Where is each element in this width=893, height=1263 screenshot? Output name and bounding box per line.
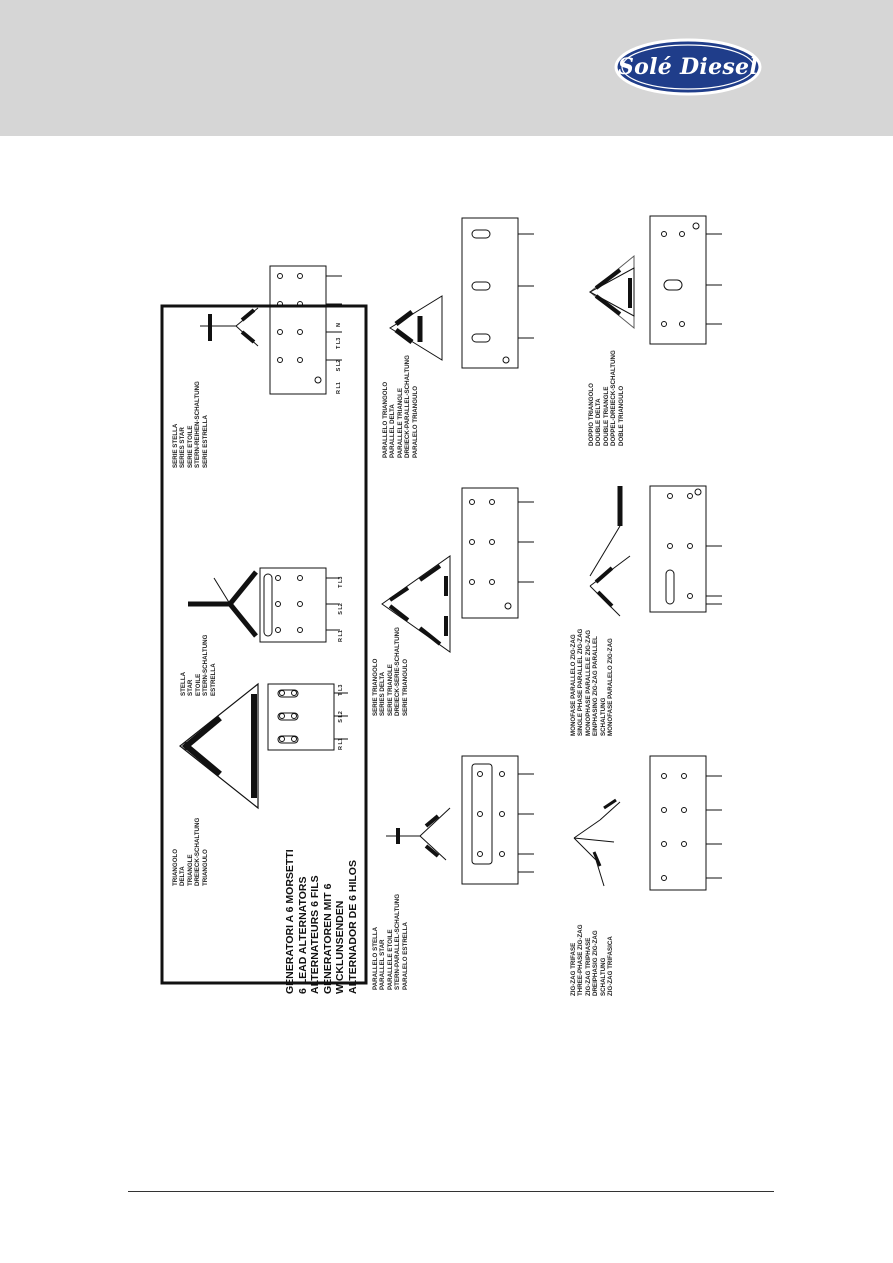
serie-triangolo-caption: SERIE TRIANGOLO SERIES DELTA SERIE TRIAN…	[372, 627, 409, 716]
caption-line: THREE-PHASE ZIG-ZAG	[577, 924, 585, 996]
caption-line: ZIG-ZAG TRIFASE	[570, 942, 577, 996]
box-title-line: 6 LEAD ALTERNATORS	[296, 876, 309, 994]
box-delta-phase-labels: R L1 S L2 T L3	[338, 684, 344, 750]
box-title-line: GENERATOREN MIT 6	[321, 883, 334, 994]
caption-line: STERN-PARALLEL-SCHALTUNG	[394, 893, 402, 990]
caption-line: EINPHASING ZIG-ZAG PARALLEL	[592, 636, 600, 736]
caption-line: SCHALTUNG	[599, 957, 607, 996]
logo-wordmark: Solé Diesel	[617, 54, 759, 80]
box-delta-terminal-block	[267, 683, 348, 751]
serie-stella-caption: SERIE STELLA SERIES STAR SERIE ETOILE ST…	[172, 381, 209, 468]
doppio-triangolo-drawing	[588, 215, 722, 345]
caption-line: SCHALTUNG	[599, 697, 607, 736]
caption-line: DOPPIO TRIANGOLO	[588, 383, 595, 446]
caption-line: PARALLELO TRIANGOLO	[382, 381, 389, 458]
box-star-terminal-block	[259, 567, 340, 643]
caption-line: DOBLE TRIANGULO	[617, 385, 625, 446]
caption-line: SINGLE PHASE PARALLEL ZIG-ZAG	[577, 628, 585, 736]
wiring-diagram-figure: GENERATORI A 6 MORSETTI 6 LEAD ALTERNATO…	[150, 196, 762, 1008]
caption-line: PARALLEL STAR	[379, 939, 387, 990]
serie-stella-drawing	[200, 265, 342, 395]
doppio-triangolo-caption: DOPPIO TRIANGOLO DOUBLE DELTA DOUBLE TRI…	[588, 350, 625, 446]
box-delta-triangle	[179, 682, 259, 810]
caption-line: ZIG-ZAG TRIPHASE	[584, 937, 592, 996]
sole-diesel-logo: Solé Diesel	[614, 38, 762, 96]
caption-line: DREIECK-SERIE-SCHALTUNG	[394, 627, 402, 716]
caption-line: MONOFASE PARALLELO ZIG-ZAG	[570, 634, 577, 736]
caption-line: ETOILE	[194, 673, 202, 696]
caption-line: MONOPHASE PARALLELE ZIG-ZAG	[584, 629, 592, 736]
caption-line: STERN-SCHALTUNG	[202, 634, 210, 696]
parallelo-triangolo-drawing	[389, 217, 534, 369]
figure-drawing	[160, 215, 722, 985]
caption-line: DELTA	[179, 866, 187, 886]
caption-line: PARALLEL DELTA	[389, 404, 397, 458]
caption-line: TRIANGULO	[201, 849, 209, 886]
caption-line: SERIES DELTA	[379, 671, 387, 716]
caption-line: ESTRELLA	[209, 663, 217, 696]
caption-line: STERN-REIHEN-SCHALTUNG	[194, 381, 202, 468]
caption-line: ZIG-ZAG TRIFASICA	[607, 936, 615, 996]
box-title-line: WICKLUNSENDEN	[334, 900, 347, 994]
caption-line: SERIE TRIANGULO	[401, 658, 409, 716]
caption-line: PARALELO TRIANGULO	[411, 385, 419, 458]
box-title-line: ALTERNADOR DE 6 HILOS	[346, 860, 359, 994]
footer-rule	[128, 1191, 774, 1192]
caption-line: DREIECK-PARALLEL-SCHALTUNG	[404, 355, 412, 458]
serie-stella-phase-labels: R L1 S L2 T L3 N	[336, 323, 342, 394]
caption-line: SERIE STELLA	[172, 423, 179, 468]
caption-line: SERIE TRIANGLE	[386, 664, 394, 716]
box-delta-caption: TRIANGOLO DELTA TRIANGLE DREIECK-SCHALTU…	[172, 818, 209, 886]
parallelo-triangolo-caption: PARALLELO TRIANGOLO PARALLEL DELTA PARAL…	[382, 355, 419, 458]
caption-line: SERIE TRIANGOLO	[372, 658, 379, 716]
caption-line: DOPPEL-DREIECK-SCHALTUNG	[610, 350, 618, 446]
zigzag-trifase-drawing	[573, 755, 722, 891]
caption-line: DREIPHASIG ZIG-ZAG	[592, 930, 600, 996]
caption-line: SERIES STAR	[179, 427, 187, 468]
caption-line: DREIECK-SCHALTUNG	[194, 817, 202, 886]
zigzag-trifase-caption: ZIG-ZAG TRIFASE THREE-PHASE ZIG-ZAG ZIG-…	[570, 924, 614, 996]
serie-triangolo-drawing	[381, 487, 534, 653]
box-star-caption: STELLA STAR ETOILE STERN-SCHALTUNG ESTRE…	[180, 635, 217, 696]
box-title-line: ALTERNATEURS 6 FILS	[309, 875, 322, 994]
caption-line: STELLA	[180, 671, 187, 696]
monofase-zigzag-drawing	[589, 485, 722, 617]
parallelo-stella-caption: PARALLELO STELLA PARALLEL STAR PARALLELE…	[372, 894, 409, 990]
caption-line: TRIANGOLO	[172, 848, 179, 886]
box-star-phase-labels: R L1 S L2 T L3	[338, 576, 344, 642]
monofase-zigzag-caption: MONOFASE PARALLELO ZIG-ZAG SINGLE PHASE …	[570, 629, 614, 736]
caption-line: PARALLELO STELLA	[372, 926, 379, 990]
six-lead-box-title: GENERATORI A 6 MORSETTI 6 LEAD ALTERNATO…	[284, 849, 360, 994]
logo-oval-shape	[614, 38, 762, 96]
caption-line: PARALLELE TRIANGLE	[396, 387, 404, 458]
caption-line: TRIANGLE	[186, 854, 194, 886]
caption-line: MONOFASE PARALELO ZIG-ZAG	[607, 638, 615, 736]
header-band: Solé Diesel	[0, 0, 893, 136]
caption-line: STAR	[187, 679, 195, 696]
caption-line: PARALLELE ETOILE	[386, 929, 394, 990]
caption-line: SERIE ETOILE	[186, 425, 194, 468]
caption-line: PARALELO ESTRELLA	[401, 922, 409, 990]
box-star-symbol	[188, 570, 258, 638]
caption-line: SERIE ESTRELLA	[201, 415, 209, 468]
caption-line: DOUBLE TRIANGLE	[602, 386, 610, 446]
parallelo-stella-drawing	[386, 755, 534, 885]
six-lead-box-frame	[160, 304, 368, 985]
box-title-line: GENERATORI A 6 MORSETTI	[284, 849, 296, 994]
caption-line: DOUBLE DELTA	[595, 398, 603, 446]
